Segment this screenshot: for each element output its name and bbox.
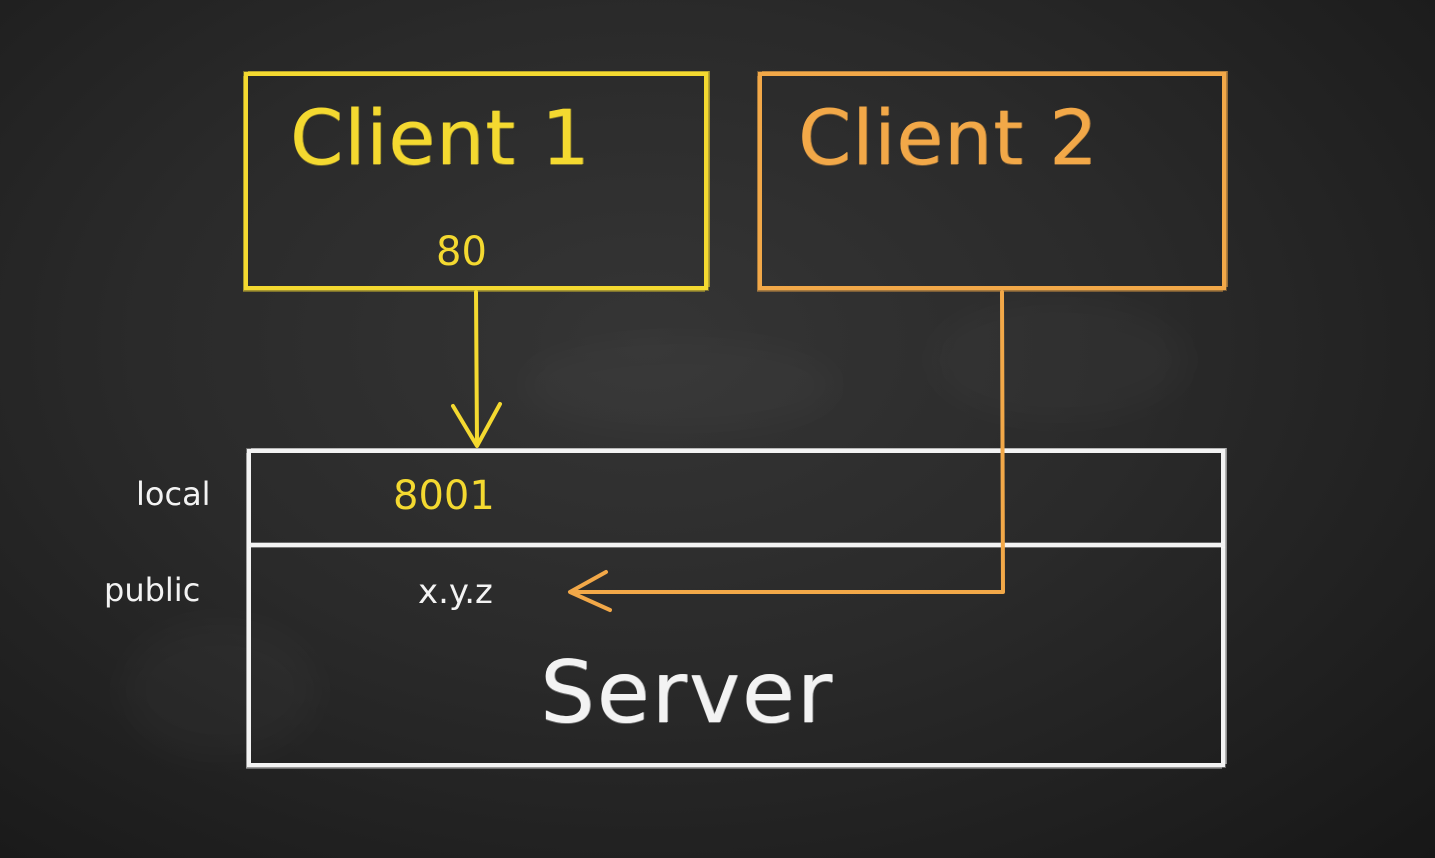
server-local-port: 8001 xyxy=(393,473,495,519)
client2-title: Client 2 xyxy=(798,93,1099,182)
client1-port: 80 xyxy=(436,229,487,275)
server-divider xyxy=(249,543,1225,547)
client2-to-public-arrow xyxy=(568,290,1005,612)
local-label: local xyxy=(136,475,211,513)
client1-box xyxy=(244,72,708,290)
server-box xyxy=(247,449,1225,767)
server-title: Server xyxy=(540,643,835,743)
client1-title: Client 1 xyxy=(290,93,591,182)
client1-to-local-arrow xyxy=(451,290,502,448)
public-label: public xyxy=(104,571,201,609)
server-public-address: x.y.z xyxy=(418,572,493,612)
client2-box xyxy=(758,72,1226,290)
